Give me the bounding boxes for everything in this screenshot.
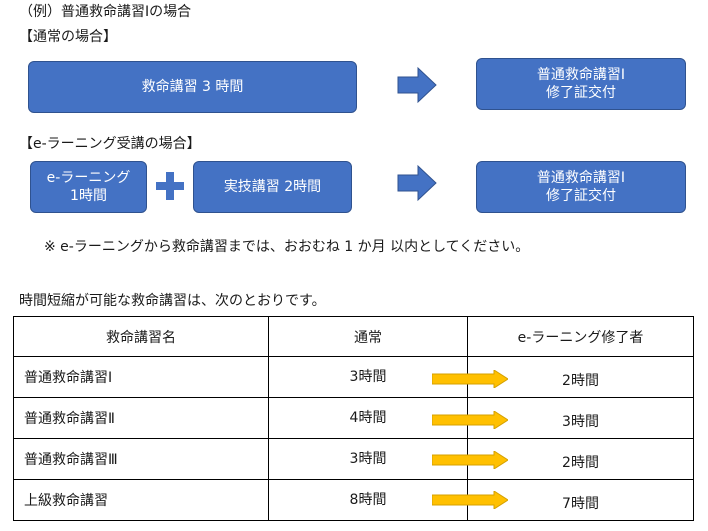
table-row: 普通救命講習Ⅲ 3時間 2時間 xyxy=(13,438,694,480)
normal-course-box: 救命講習 3 時間 xyxy=(28,61,357,113)
elearning-case-label: 【e-ラーニング受講の場合】 xyxy=(19,136,201,152)
course-name: 普通救命講習Ⅱ xyxy=(13,397,269,439)
table-row: 普通救命講習Ⅰ 3時間 2時間 xyxy=(13,356,694,398)
elearning-box: e-ラーニング 1時間 xyxy=(30,161,147,213)
header-course-name: 救命講習名 xyxy=(13,316,269,357)
header-elearning: e-ラーニング修了者 xyxy=(467,316,694,357)
course-name: 普通救命講習Ⅰ xyxy=(13,356,269,398)
normal-flow-arrow xyxy=(397,66,437,104)
table-row: 上級救命講習 8時間 7時間 xyxy=(13,479,694,521)
elearning-hours: 7時間 xyxy=(562,496,599,512)
elearning-hours: 2時間 xyxy=(562,455,599,471)
elearning-result-line2: 修了証交付 xyxy=(546,188,616,204)
elearning-box-line1: e-ラーニング xyxy=(46,170,131,186)
normal-hours: 3時間 xyxy=(349,369,387,385)
elearning-box-line2: 1時間 xyxy=(70,188,107,204)
course-name: 上級救命講習 xyxy=(13,479,269,521)
normal-course-text: 救命講習 3 時間 xyxy=(141,79,244,95)
table-intro: 時間短縮が可能な救命講習は、次のとおりです。 xyxy=(19,293,326,309)
elearning-hours: 2時間 xyxy=(562,373,599,389)
normal-hours: 4時間 xyxy=(349,410,387,426)
practical-box-text: 実技講習 2時間 xyxy=(223,179,322,195)
normal-result-line1: 普通救命講習Ⅰ xyxy=(536,67,626,83)
course-name: 普通救命講習Ⅲ xyxy=(13,438,269,480)
normal-hours: 8時間 xyxy=(349,492,387,508)
elearning-flow-arrow xyxy=(397,164,437,202)
elearning-result-line1: 普通救命講習Ⅰ xyxy=(536,170,626,186)
plus-icon xyxy=(156,172,184,200)
elearning-result-box: 普通救命講習Ⅰ 修了証交付 xyxy=(476,161,686,213)
elearning-hours: 3時間 xyxy=(562,414,599,430)
example-heading: （例）普通救命講習Ⅰの場合 xyxy=(19,4,192,20)
header-normal: 通常 xyxy=(268,316,468,357)
table-row: 普通救命講習Ⅱ 4時間 3時間 xyxy=(13,397,694,439)
course-table: 救命講習名 通常 e-ラーニング修了者 普通救命講習Ⅰ 3時間 2時間 普通救命… xyxy=(13,316,694,521)
normal-case-label: 【通常の場合】 xyxy=(19,29,117,45)
note-text: ※ e-ラーニングから救命講習までは、おおむね 1 か月 以内としてください。 xyxy=(44,239,530,255)
table-header-row: 救命講習名 通常 e-ラーニング修了者 xyxy=(13,316,694,357)
normal-result-box: 普通救命講習Ⅰ 修了証交付 xyxy=(476,58,686,110)
normal-result-line2: 修了証交付 xyxy=(546,85,616,101)
practical-box: 実技講習 2時間 xyxy=(193,161,352,213)
normal-hours: 3時間 xyxy=(349,451,387,467)
